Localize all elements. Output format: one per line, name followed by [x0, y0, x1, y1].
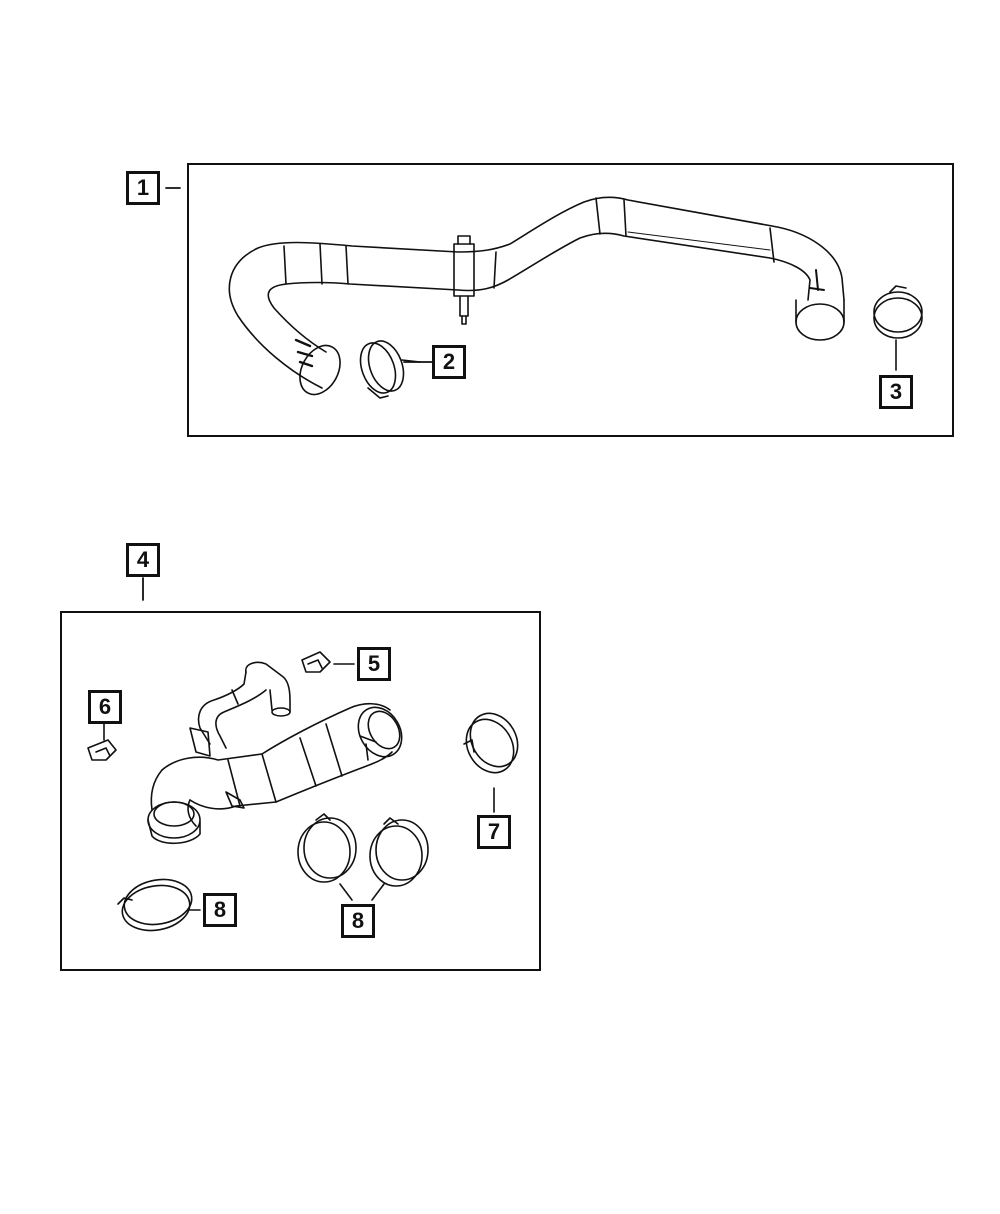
callout-7: 7	[477, 815, 511, 849]
callout-8-pair: 8	[341, 904, 375, 938]
callout-3: 3	[879, 375, 913, 409]
callout-5: 5	[357, 647, 391, 681]
lower-hose-assembly-frame	[60, 611, 541, 971]
hose-clamp-2	[359, 340, 421, 399]
hose-clamp-8-pair	[297, 813, 429, 901]
lower-radiator-hose	[147, 661, 403, 845]
callout-8-single: 8	[203, 893, 237, 927]
hose-clamp-7	[463, 712, 519, 813]
callout-2: 2	[432, 345, 466, 379]
hose-clip-6	[87, 723, 117, 761]
callout-4: 4	[126, 543, 160, 577]
hose-clamp-8-single	[117, 878, 201, 932]
hose-clip-5	[301, 651, 355, 673]
hose-clamp-3	[873, 285, 923, 371]
callout-1: 1	[126, 171, 160, 205]
upper-radiator-hose	[228, 196, 845, 396]
callout-6: 6	[88, 690, 122, 724]
upper-hose-assembly-frame	[187, 163, 954, 437]
